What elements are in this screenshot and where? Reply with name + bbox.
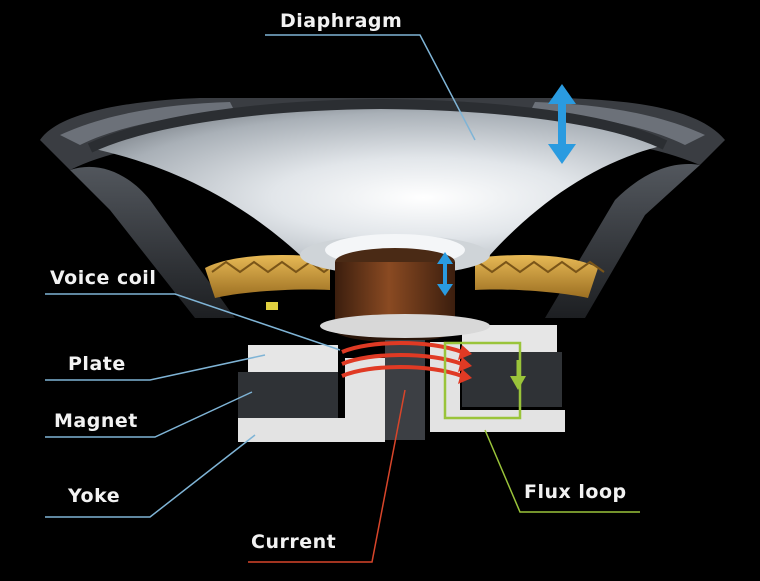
yoke-right [430, 342, 565, 432]
yoke-left [238, 358, 385, 442]
label-voice-coil: Voice coil [50, 267, 157, 289]
label-yoke: Yoke [68, 485, 121, 507]
leader-diaphragm [265, 34, 476, 141]
label-current: Current [251, 531, 337, 553]
label-magnet: Magnet [54, 410, 138, 432]
leader-magnet [45, 391, 253, 438]
magnet-left [238, 372, 338, 422]
label-diaphragm: Diaphragm [280, 10, 403, 32]
flux-loop-path [443, 341, 526, 420]
leader-voice-coil [45, 293, 341, 351]
double-arrow-vertical-icon [437, 252, 453, 296]
leader-plate [45, 354, 266, 381]
double-arrow-vertical-icon [548, 84, 576, 164]
leader-lines [45, 34, 640, 563]
label-plate: Plate [68, 353, 126, 375]
leader-flux-loop [484, 429, 640, 513]
current-flow-icon [341, 341, 472, 384]
leader-current [248, 389, 406, 563]
arrow-down-icon [510, 376, 526, 390]
spider [205, 255, 605, 298]
leader-yoke [45, 434, 256, 518]
plate-left [248, 345, 338, 375]
terminal [266, 302, 278, 310]
label-flux-loop: Flux loop [524, 481, 627, 503]
